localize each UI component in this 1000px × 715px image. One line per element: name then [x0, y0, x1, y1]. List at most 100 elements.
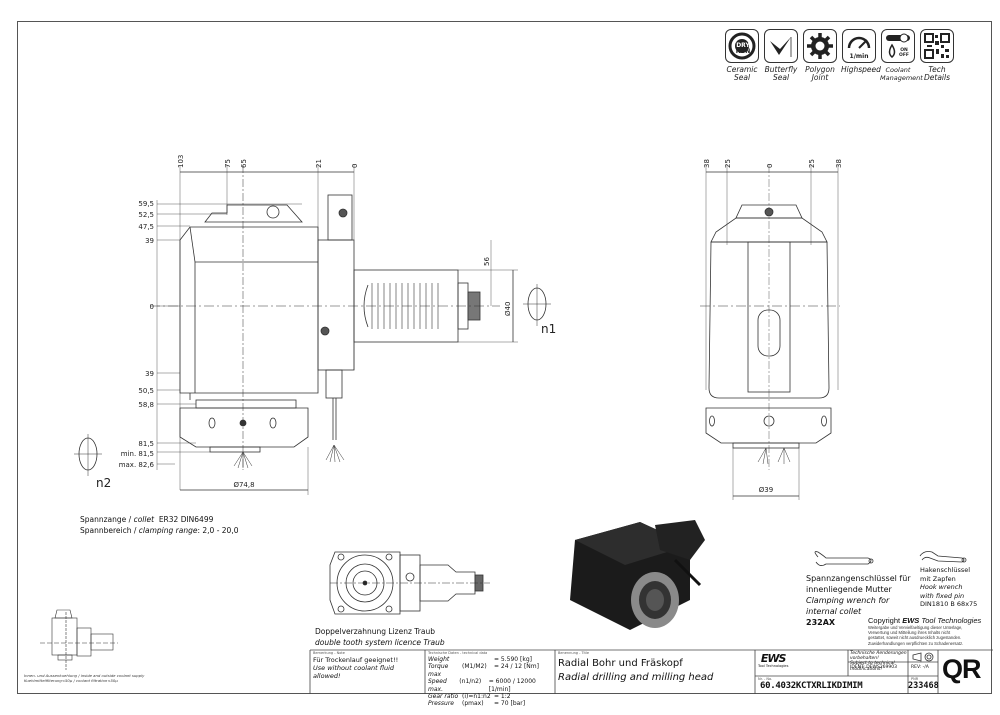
clamping-range-value: : 2,0 - 20,0 [197, 526, 239, 535]
hook-wrench-info: Hakenschlüssel mit Zapfen Hook wrench wi… [920, 566, 977, 609]
dim-max-82-6: max. 82,6 [119, 461, 155, 469]
pnr-value: 233468 [908, 681, 939, 691]
drawing-frame [17, 21, 992, 694]
tech-data-label: Pressure [428, 700, 454, 708]
feature-label: Highspeed [841, 65, 881, 74]
tech-data-table: Weight= 5.590 [kg]Torque max(M1/M2)= 24 … [428, 656, 554, 708]
coolant-caption-line: Innen- und Aussenkuehlung / inside and o… [24, 673, 145, 678]
rotation-n2-label: n2 [96, 476, 111, 490]
tech-data-label: Torque max [428, 663, 449, 678]
svg-text:ON: ON [900, 47, 908, 53]
hook-wrench-code: DIN1810 B 68x75 [920, 600, 978, 608]
front-dim-25-right: 25 [808, 159, 816, 168]
tech-data-label: Speed max. [428, 678, 447, 693]
tech-data-label: Weight [428, 656, 450, 663]
hook-wrench-de: Hakenschlüssel [920, 566, 971, 574]
dim-50-5: 50,5 [138, 387, 154, 395]
copyright-line: Zuwiderhandlungen verpflichten zu Schade… [868, 640, 964, 646]
title-header: Benennung - Title [558, 651, 590, 655]
title-en: Radial drilling and milling head [558, 672, 714, 683]
tech-data-symbol [462, 656, 494, 663]
modifications-cell: Technische Aenderungen vorbehalten! Subj… [850, 651, 908, 672]
feature-highspeed[interactable]: 1/min Highspeed [841, 29, 881, 82]
copyright-line: Verwertung und Mitteilung ihres Inhalts … [868, 630, 951, 636]
copyright-suffix: Tool Technologies [919, 616, 982, 625]
copyright-line: Weitergabe und Vervielfaeltigung dieser … [868, 625, 963, 630]
feature-label: Management [880, 74, 923, 82]
hook-wrench-de: mit Zapfen [920, 574, 956, 583]
tech-data-value: = 70 [bar] [494, 700, 526, 708]
clamping-range-label-de: Spannbereich / [80, 526, 137, 535]
product-3d-render [570, 520, 705, 630]
hook-wrench-drawing [919, 551, 967, 563]
front-dim-0: 0 [766, 164, 774, 168]
tech-data-value: = 1:2 [494, 693, 511, 701]
title-de: Radial Bohr und Fräskopf [558, 658, 683, 669]
part-number: 60.4032KCTXRLIKDIMIM [760, 681, 863, 691]
clamping-wrench-info: Spannzangenschlüssel für innenliegende M… [806, 573, 911, 628]
svg-text:RUN: RUN [736, 48, 751, 55]
coolant-caption: Innen- und Aussenkuehlung / inside and o… [24, 673, 144, 683]
polygon-gear-icon [803, 29, 837, 63]
svg-text:OFF: OFF [899, 52, 909, 58]
title-cell: Benennung - Title Radial Bohr und Fräsko… [558, 651, 753, 684]
feature-label: Polygon [805, 65, 835, 74]
collet-label-de: Spannzange / [80, 515, 132, 524]
dim-21: 21 [315, 159, 323, 168]
rotation-n1-label: n1 [541, 322, 556, 336]
collet-value: ER32 DIN6499 [158, 515, 214, 524]
dim-65: 65 [240, 159, 248, 168]
butterfly-seal-icon [764, 29, 798, 63]
dim-59-5: 59,5 [138, 200, 154, 208]
double-tooth-caption: Doppelverzahnung Lizenz Traub double too… [315, 626, 445, 648]
feature-label: Joint [811, 73, 829, 82]
clamping-range-label-en: clamping range [138, 526, 198, 535]
tech-data-value: = 5.590 [kg] [494, 656, 532, 663]
note-de: Für Trockenlauf geeignet!! [313, 656, 399, 664]
qr-label[interactable]: QR [942, 654, 981, 684]
collet-label-en: collet [133, 515, 155, 524]
dim-0-center: 0 [150, 303, 154, 311]
company-logo: EWS Tool Technologies [758, 652, 789, 668]
dim-103: 103 [177, 155, 185, 168]
dim-52-5: 52,5 [138, 211, 154, 219]
tech-data-row: Speed max.(n1/n2)= 6000 / 12000 [1/min] [428, 678, 554, 693]
double-tooth-de: Doppelverzahnung Lizenz Traub [315, 627, 435, 636]
part-no-header: Nr. - No. [758, 677, 773, 681]
tech-data-value: = 24 / 12 [Nm] [494, 663, 539, 671]
speedometer-icon: 1/min [842, 29, 876, 63]
tech-data-symbol: (pmax) [462, 700, 484, 708]
front-dim-38-left: 38 [703, 159, 711, 168]
feature-label: Tech [928, 65, 946, 74]
dim-58-8: 58,8 [138, 401, 154, 409]
hook-wrench-en: Hook wrench [920, 583, 963, 591]
clamping-wrench-code: 232AX [806, 618, 836, 627]
double-tooth-en: double tooth system licence Traub [315, 638, 445, 647]
note-cell: Bemerkung - Note Für Trockenlauf geeigne… [313, 651, 423, 680]
dim-75: 75 [224, 159, 232, 168]
feature-label: Seal [772, 73, 790, 82]
clamping-wrench-de: Spannzangenschlüssel für [806, 574, 911, 583]
dim-39-top: 39 [145, 237, 154, 245]
dim-47-5: 47,5 [138, 223, 154, 231]
dim-dia-40: Ø40 [504, 302, 512, 316]
clamping-wrench-drawing [814, 551, 874, 566]
feature-label: Coolant [885, 66, 911, 74]
speed-badge: 1/min [850, 53, 869, 60]
qr-code-icon [920, 29, 954, 63]
svg-text:DRY: DRY [736, 42, 750, 49]
tech-data-cell: Technische Daten - technical data Weight… [428, 651, 554, 708]
feature-label: Butterfly [764, 65, 798, 74]
coolant-schematic [40, 609, 118, 670]
mod-en: Subject to technical modifications! [850, 661, 895, 672]
front-dim-38-right: 38 [835, 159, 843, 168]
feature-label: Details [923, 73, 950, 82]
collet-info: Spannzange / collet ER32 DIN6499 Spannbe… [80, 514, 238, 536]
feature-label: Seal [733, 73, 751, 82]
